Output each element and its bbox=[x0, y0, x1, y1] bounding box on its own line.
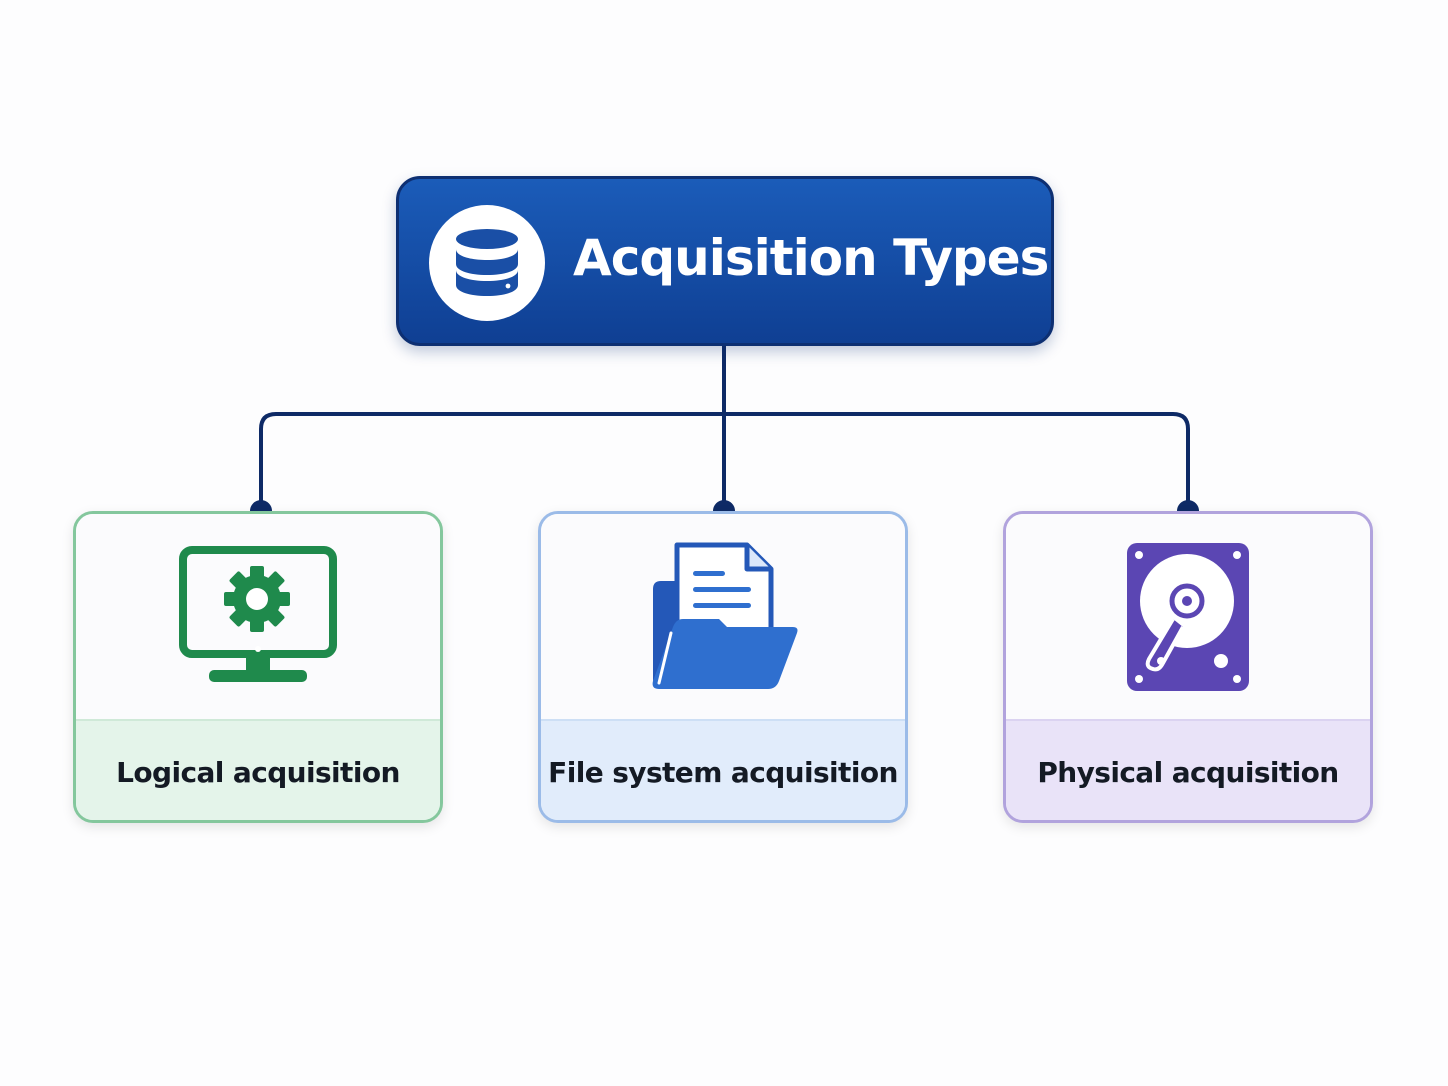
card-label-file-system: File system acquisition bbox=[548, 755, 898, 789]
card-file-system-acquisition: File system acquisition bbox=[538, 511, 908, 823]
monitor-gear-icon bbox=[179, 545, 337, 682]
connector-right-branch bbox=[724, 412, 1190, 511]
card-icon-area bbox=[541, 514, 905, 719]
database-icon bbox=[456, 229, 518, 296]
card-physical-acquisition: Physical acquisition bbox=[1003, 511, 1373, 823]
connector-left-branch bbox=[259, 412, 724, 511]
card-logical-acquisition: Logical acquisition bbox=[73, 511, 443, 823]
card-label-physical: Physical acquisition bbox=[1037, 755, 1339, 789]
root-node: Acquisition Types bbox=[396, 176, 1054, 346]
database-icon-badge bbox=[429, 205, 545, 321]
folder-document-icon bbox=[652, 542, 798, 689]
card-icon-area bbox=[76, 514, 440, 719]
card-label-logical: Logical acquisition bbox=[116, 755, 400, 789]
card-label-area: Logical acquisition bbox=[76, 719, 440, 820]
card-label-area: Physical acquisition bbox=[1006, 719, 1370, 820]
hard-drive-icon bbox=[1127, 542, 1249, 691]
root-title: Acquisition Types bbox=[573, 229, 1049, 287]
card-icon-area bbox=[1006, 514, 1370, 719]
card-label-area: File system acquisition bbox=[541, 719, 905, 820]
